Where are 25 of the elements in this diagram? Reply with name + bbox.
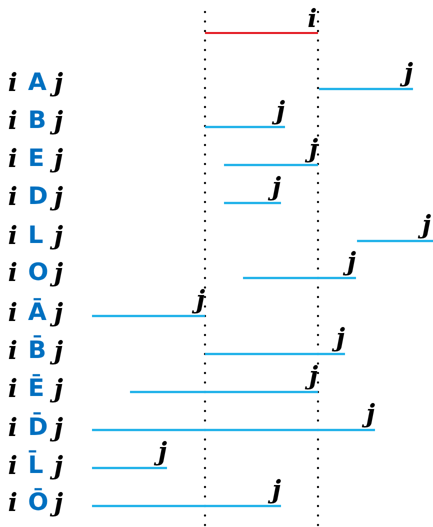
variable-label: i (8, 146, 18, 172)
variable-label: i (8, 108, 18, 134)
variable-label: i (8, 415, 18, 441)
variable-label: i (8, 223, 18, 249)
relation-letter: D (28, 183, 48, 209)
relation-letter: A (28, 69, 47, 95)
relation-letter: D̄ (28, 414, 48, 440)
variable-label: i (8, 376, 18, 402)
variable-label: i (8, 70, 18, 96)
variable-label: i (8, 453, 18, 479)
relation-letter: B̄ (28, 337, 46, 363)
relation-letter: E (28, 145, 44, 171)
relation-letter: Ē (28, 375, 44, 401)
relation-letter: O (28, 259, 48, 285)
relation-letter: Ā (28, 299, 47, 325)
variable-label: i (8, 338, 18, 364)
relation-letter: L (28, 222, 44, 248)
variable-label: i (8, 260, 18, 286)
relation-letter: Ō (28, 489, 48, 515)
variable-label: i (8, 184, 18, 210)
interval-label: i (308, 6, 317, 32)
relation-letter: L̄ (28, 452, 44, 478)
variable-label: i (8, 300, 18, 326)
variable-label: i (8, 490, 18, 516)
relation-letter: B (28, 107, 46, 133)
